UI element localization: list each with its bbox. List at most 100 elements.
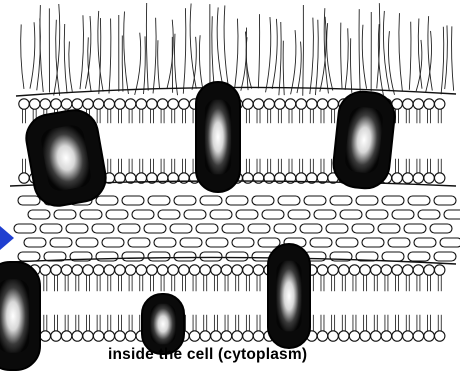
lipid-head bbox=[147, 99, 157, 109]
fiber-strand bbox=[350, 38, 351, 92]
lipid-head bbox=[147, 265, 157, 275]
fiber-strand bbox=[190, 3, 196, 88]
lipid-segment bbox=[444, 210, 460, 219]
lipid-segment bbox=[362, 238, 384, 247]
lipid-segment bbox=[226, 252, 248, 261]
lipid-segment bbox=[170, 224, 192, 233]
lipid-head bbox=[413, 331, 423, 341]
lipid-head bbox=[317, 265, 327, 275]
lipid-segment bbox=[382, 196, 404, 205]
lipid-head bbox=[168, 99, 178, 109]
lipid-head bbox=[339, 265, 349, 275]
lipid-head bbox=[424, 173, 434, 183]
lipid-segment bbox=[430, 224, 452, 233]
lipid-head bbox=[157, 265, 167, 275]
lipid-head bbox=[115, 99, 125, 109]
fiber-strand bbox=[80, 15, 84, 89]
fiber-strand bbox=[212, 16, 215, 90]
fiber-strand bbox=[345, 28, 348, 90]
fiber-strand bbox=[21, 24, 24, 88]
protein-channel bbox=[268, 244, 310, 348]
lipid-head bbox=[403, 265, 413, 275]
fiber-strand bbox=[341, 23, 342, 89]
lipid-head bbox=[51, 99, 61, 109]
fiber-strand bbox=[327, 23, 333, 90]
lipid-head bbox=[360, 331, 370, 341]
lipid-head bbox=[349, 331, 359, 341]
lipid-segment bbox=[382, 252, 404, 261]
lipid-segment bbox=[122, 252, 144, 261]
lipid-head bbox=[125, 331, 135, 341]
lipid-segment bbox=[106, 210, 128, 219]
lipid-head bbox=[307, 99, 317, 109]
lipid-head bbox=[381, 265, 391, 275]
lipid-head bbox=[136, 265, 146, 275]
lipid-head bbox=[392, 265, 402, 275]
lipid-head bbox=[179, 99, 189, 109]
fiber-strand bbox=[153, 18, 156, 94]
protein-channel bbox=[196, 82, 240, 192]
lipid-segment bbox=[278, 196, 300, 205]
protein-channel bbox=[142, 294, 184, 354]
lipid-head bbox=[424, 99, 434, 109]
lipid-head bbox=[424, 265, 434, 275]
fiber-strand bbox=[69, 41, 72, 91]
fiber-strand bbox=[283, 41, 284, 95]
fiber-strand bbox=[359, 9, 360, 91]
lipid-segment bbox=[14, 224, 36, 233]
lipid-head bbox=[221, 265, 231, 275]
lipid-head bbox=[317, 99, 327, 109]
lipid-segment bbox=[356, 196, 378, 205]
lipid-head bbox=[104, 99, 114, 109]
fiber-strand bbox=[217, 7, 223, 89]
lipid-head bbox=[40, 99, 50, 109]
fiber-strand bbox=[399, 13, 402, 91]
lipid-segment bbox=[434, 252, 456, 261]
lipid-segment bbox=[144, 224, 166, 233]
lipid-segment bbox=[132, 210, 154, 219]
lipid-segment bbox=[148, 252, 170, 261]
right-pointer-arrow-icon bbox=[0, 226, 14, 250]
fiber-strand bbox=[409, 22, 411, 90]
lipid-segment bbox=[174, 252, 196, 261]
lipid-segment bbox=[222, 224, 244, 233]
lipid-head bbox=[328, 331, 338, 341]
fiber-strand bbox=[144, 36, 146, 94]
fiber-strand bbox=[272, 19, 277, 89]
lipid-head bbox=[83, 99, 93, 109]
lipid-segment bbox=[408, 196, 430, 205]
lipid-head bbox=[83, 265, 93, 275]
lipid-segment bbox=[128, 238, 150, 247]
fiber-strand bbox=[279, 22, 281, 95]
lipid-head bbox=[232, 265, 242, 275]
lipid-segment bbox=[96, 252, 118, 261]
lipid-segment bbox=[118, 224, 140, 233]
lipid-head bbox=[136, 99, 146, 109]
lipid-segment bbox=[340, 210, 362, 219]
lipid-head bbox=[221, 331, 231, 341]
lipid-segment bbox=[414, 238, 436, 247]
lipid-head bbox=[83, 331, 93, 341]
lipid-head bbox=[168, 265, 178, 275]
lipid-head bbox=[253, 265, 263, 275]
lipid-head bbox=[328, 99, 338, 109]
fiber-strand bbox=[64, 24, 67, 93]
lipid-head bbox=[19, 173, 29, 183]
fiber-strand bbox=[291, 30, 296, 94]
lipid-segment bbox=[300, 224, 322, 233]
lipid-head bbox=[360, 265, 370, 275]
fiber-strand bbox=[324, 8, 328, 93]
lipid-head bbox=[403, 173, 413, 183]
lipid-segment bbox=[288, 210, 310, 219]
lipid-head bbox=[253, 331, 263, 341]
lipid-head bbox=[61, 99, 71, 109]
lipid-segment bbox=[50, 238, 72, 247]
lipid-head bbox=[115, 265, 125, 275]
lipid-head bbox=[30, 99, 40, 109]
lipid-head bbox=[424, 331, 434, 341]
lipid-head bbox=[328, 265, 338, 275]
fiber-strand bbox=[303, 5, 304, 96]
lipid-head bbox=[413, 265, 423, 275]
fiber-strand bbox=[241, 32, 247, 91]
